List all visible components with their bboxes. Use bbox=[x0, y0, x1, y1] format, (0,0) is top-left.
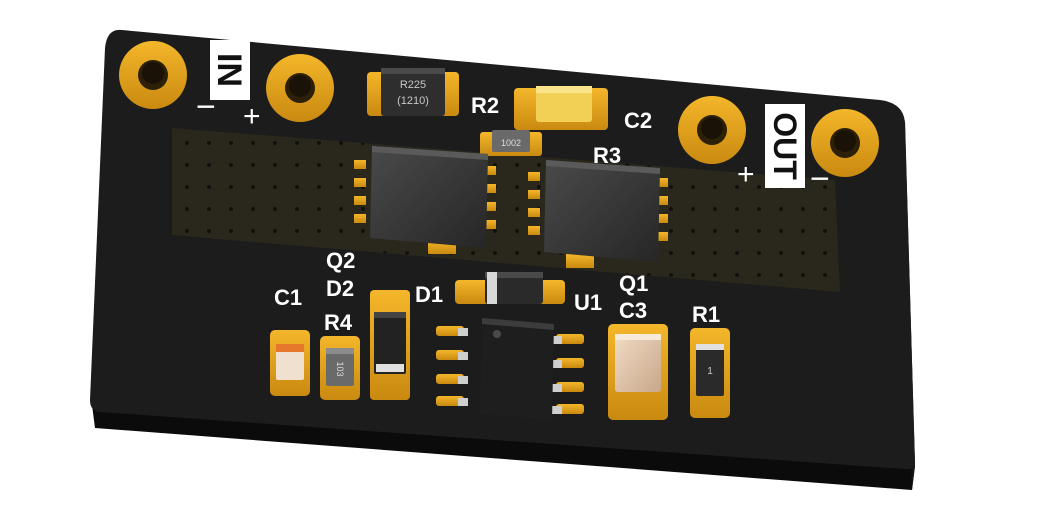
diode-d2 bbox=[370, 290, 410, 400]
via-field bbox=[172, 128, 840, 292]
r4-marking: 103 bbox=[335, 361, 345, 376]
terminal-in-minus bbox=[119, 41, 187, 109]
out-label-block: OUT bbox=[765, 104, 805, 188]
capacitor-c2 bbox=[514, 86, 608, 130]
r3-marking: 1002 bbox=[501, 138, 521, 148]
label-u1: U1 bbox=[574, 290, 602, 315]
in-label-block: IN bbox=[210, 40, 250, 100]
big-resistor: R225 (1210) bbox=[367, 68, 459, 116]
in-label: IN bbox=[210, 53, 248, 87]
big-resistor-marking-1: R225 bbox=[400, 79, 426, 91]
big-resistor-marking-2: (1210) bbox=[397, 95, 429, 107]
label-d2: D2 bbox=[326, 276, 354, 301]
label-r1: R1 bbox=[692, 302, 720, 327]
label-d1: D1 bbox=[415, 282, 443, 307]
ic-u1 bbox=[436, 318, 584, 420]
in-minus-sign: − bbox=[196, 88, 216, 126]
capacitor-c3 bbox=[608, 324, 668, 420]
label-r4: R4 bbox=[324, 310, 353, 335]
mosfet-q1 bbox=[528, 160, 668, 268]
resistor-r1: 1 bbox=[690, 328, 730, 418]
label-r2: R2 bbox=[471, 93, 499, 118]
label-q2: Q2 bbox=[326, 248, 355, 273]
label-c3: C3 bbox=[619, 298, 647, 323]
in-plus-sign: + bbox=[243, 100, 261, 133]
r1-marking: 1 bbox=[707, 366, 713, 377]
out-label: OUT bbox=[767, 112, 803, 180]
terminal-in-plus bbox=[266, 54, 334, 122]
label-c2: C2 bbox=[624, 108, 652, 133]
label-q1: Q1 bbox=[619, 271, 648, 296]
resistor-r3: 1002 bbox=[480, 130, 542, 156]
out-minus-sign: − bbox=[810, 160, 830, 198]
label-c1: C1 bbox=[274, 285, 302, 310]
terminal-out-minus bbox=[811, 109, 879, 177]
capacitor-c1 bbox=[270, 330, 310, 396]
resistor-r4: 103 bbox=[320, 336, 360, 400]
mosfet-q2 bbox=[354, 146, 496, 254]
board-edge bbox=[92, 405, 915, 490]
out-plus-sign: + bbox=[737, 158, 755, 191]
diode-d1 bbox=[455, 272, 565, 304]
terminal-out-plus bbox=[678, 96, 746, 164]
